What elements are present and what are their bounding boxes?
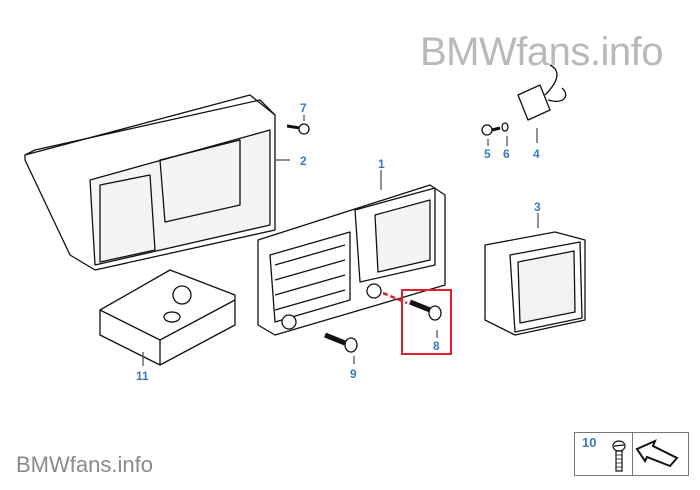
knob-9-drawing xyxy=(324,332,358,364)
part-label-7[interactable]: 7 xyxy=(300,101,307,115)
part-label-3[interactable]: 3 xyxy=(534,200,541,214)
display-drawing xyxy=(484,213,586,336)
highlight-box-part-8 xyxy=(401,289,452,355)
part-label-9[interactable]: 9 xyxy=(350,367,357,381)
screw-icon xyxy=(612,440,626,472)
module-drawing xyxy=(517,64,567,143)
part-label-4[interactable]: 4 xyxy=(533,147,540,161)
watermark-top: BMWfans.info xyxy=(420,30,663,74)
arrow-symbol-icon xyxy=(635,439,679,468)
part-label-8[interactable]: 8 xyxy=(433,339,440,353)
legend-box: 10 xyxy=(574,432,689,476)
knob-8-drawing xyxy=(409,299,442,338)
part-label-5[interactable]: 5 xyxy=(484,147,491,161)
part-label-2[interactable]: 2 xyxy=(300,154,307,168)
housing-drawing xyxy=(24,94,290,271)
washer-6-drawing xyxy=(501,122,509,146)
screw-5-drawing xyxy=(481,124,501,146)
cassette-drive-drawing xyxy=(99,269,236,366)
part-label-1[interactable]: 1 xyxy=(378,157,385,171)
part-label-6[interactable]: 6 xyxy=(503,147,510,161)
screw-7-drawing xyxy=(286,115,310,135)
watermark-bottom: BMWfans.info xyxy=(16,452,153,477)
part-label-11[interactable]: 11 xyxy=(136,369,149,383)
part-label-10[interactable]: 10 xyxy=(582,435,597,450)
legend-divider xyxy=(632,433,633,475)
control-panel-drawing xyxy=(257,170,446,336)
